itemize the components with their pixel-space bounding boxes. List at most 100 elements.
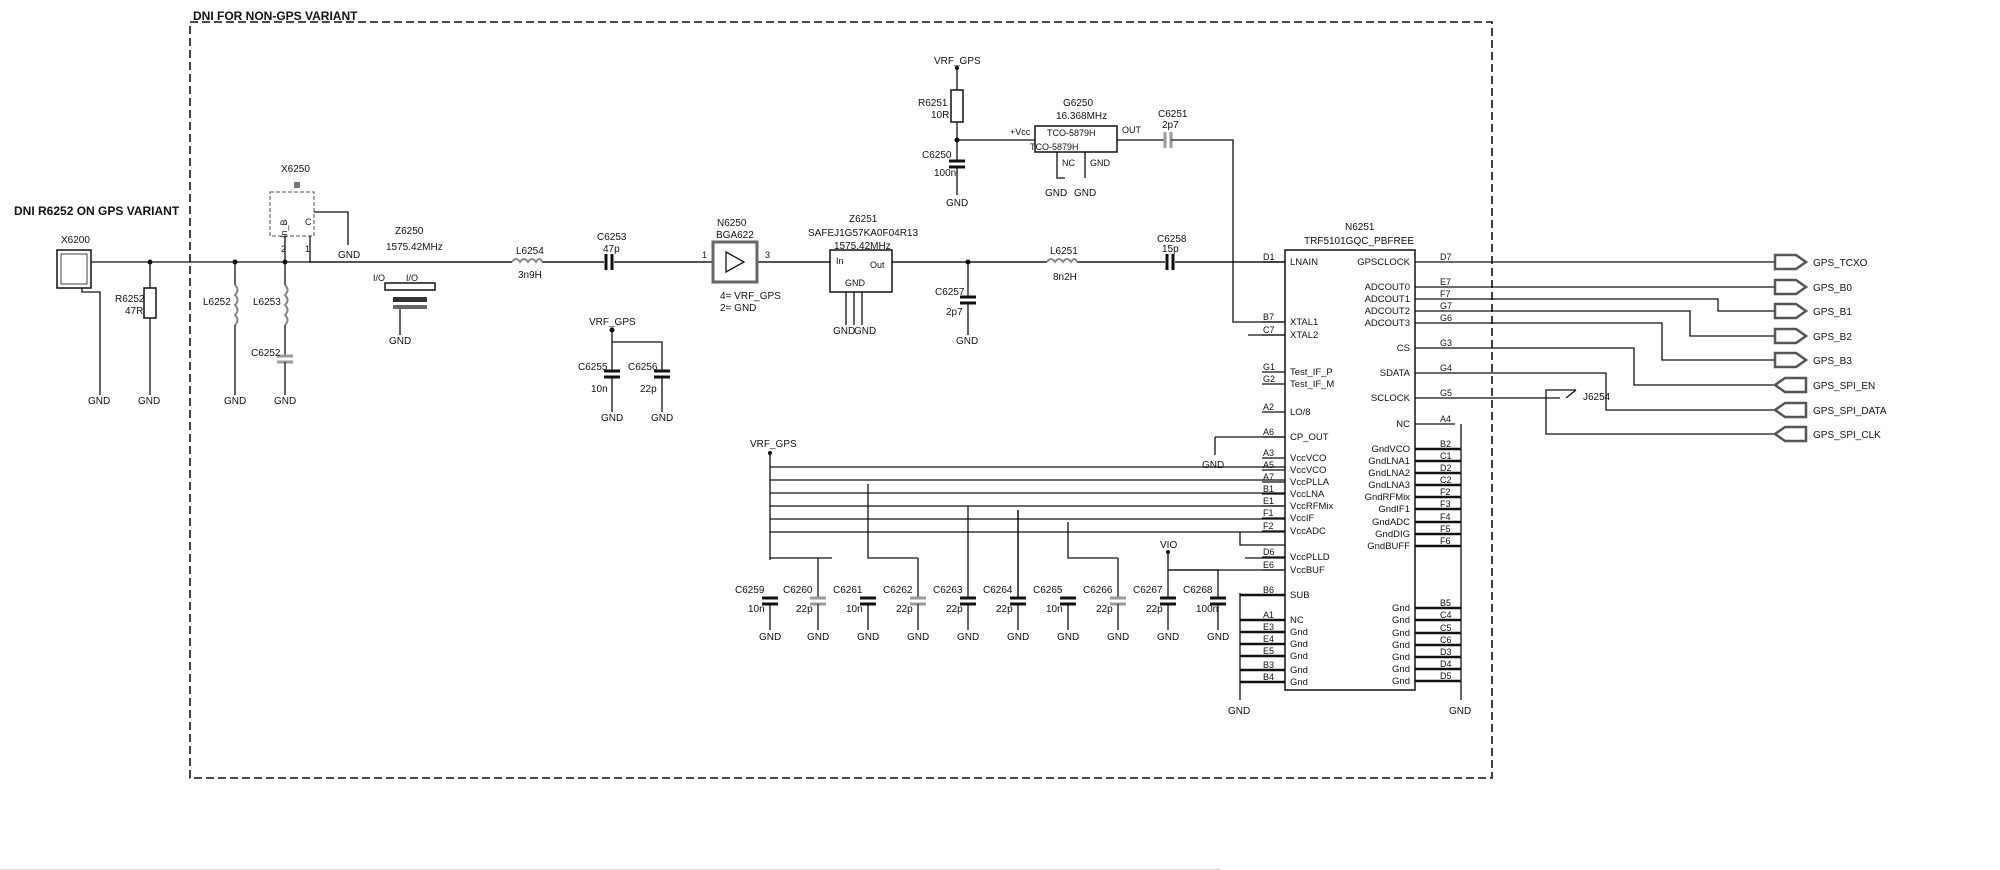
svg-text:+Vcc: +Vcc (1010, 127, 1031, 137)
pin-name: GndLNA1 (1368, 456, 1410, 467)
pin-name: ADCOUT2 (1365, 306, 1410, 317)
pin-name: VccPLLD (1290, 552, 1330, 563)
pin-number: F2 (1440, 487, 1451, 497)
z6250-filter: Z6250 1575.42MHz I/O I/O GND (373, 226, 443, 347)
pin-name: NC (1396, 419, 1410, 430)
svg-text:BGA622: BGA622 (716, 230, 754, 241)
pin-number: A1 (1263, 610, 1274, 620)
pin-number: F5 (1440, 524, 1451, 534)
svg-text:2= GND: 2= GND (720, 303, 756, 314)
svg-text:VRF_GPS: VRF_GPS (589, 317, 636, 328)
pin-number: C6 (1440, 635, 1452, 645)
svg-text:2: 2 (281, 244, 286, 254)
pin-name: CS (1397, 343, 1410, 354)
pin-name: SCLOCK (1371, 393, 1411, 404)
svg-text:22p: 22p (640, 384, 657, 395)
svg-text:R6251: R6251 (918, 98, 948, 109)
pin-name: GndIF1 (1378, 504, 1410, 515)
z6251-saw-filter: Z6251 SAFEJ1G57KA0F04R13 1575.42MHz In O… (808, 214, 918, 337)
svg-text:C6250: C6250 (922, 150, 952, 161)
svg-text:GND: GND (138, 396, 160, 407)
pin-number: G4 (1440, 363, 1452, 373)
pin-number: D7 (1440, 252, 1452, 262)
pin-number: G5 (1440, 388, 1452, 398)
port-label: GPS_TCXO (1813, 258, 1868, 269)
svg-text:15p: 15p (1162, 244, 1179, 255)
svg-text:L6252: L6252 (203, 297, 231, 308)
cap-value: 22p (1146, 604, 1163, 615)
cap-value: 10n (1046, 604, 1063, 615)
svg-text:Out: Out (870, 260, 885, 270)
cap-value: 22p (996, 604, 1013, 615)
pin-number: D4 (1440, 659, 1452, 669)
svg-text:GND: GND (389, 336, 411, 347)
svg-text:X6250: X6250 (281, 164, 310, 175)
pin-name: VccLNA (1290, 489, 1325, 500)
svg-text:GND: GND (833, 326, 855, 337)
svg-text:GND: GND (845, 278, 866, 288)
svg-text:I/O: I/O (406, 273, 418, 283)
port-label: GPS_SPI_CLK (1813, 430, 1881, 441)
cap-ref: C6261 (833, 585, 863, 596)
pin-name: VccVCO (1290, 453, 1326, 464)
pin-name: Gnd (1392, 603, 1410, 614)
pin-name: VccVCO (1290, 465, 1326, 476)
pin-number: B6 (1263, 585, 1274, 595)
gnd-label: GND (88, 396, 110, 407)
svg-text:1575.42MHz: 1575.42MHz (386, 242, 443, 253)
pin-number: B4 (1263, 672, 1274, 682)
pin-number: G7 (1440, 301, 1452, 311)
gnd-label: GND (1007, 632, 1029, 643)
x6200-connector: X6200 (56, 235, 92, 289)
svg-text:4= VRF_GPS: 4= VRF_GPS (720, 291, 781, 302)
pin-number: A7 (1263, 472, 1274, 482)
c6253-capacitor: C6253 47p (597, 232, 627, 272)
gnd-label: GND (1107, 632, 1129, 643)
pin-number: G3 (1440, 338, 1452, 348)
pin-name: CP_OUT (1290, 432, 1329, 443)
port-gps-b3: GPS_B3 (1455, 322, 1852, 369)
pin-name: VccBUF (1290, 565, 1325, 576)
cap-value: 22p (946, 604, 963, 615)
l6252-inductor: L6252 GND (203, 262, 246, 407)
cap-value: 100n (1196, 604, 1218, 615)
pin-number: C2 (1440, 475, 1452, 485)
pin-name: Gnd (1392, 640, 1410, 651)
svg-text:C6252: C6252 (251, 348, 281, 359)
pin-name: NC (1290, 615, 1304, 626)
svg-text:1: 1 (305, 244, 310, 254)
gnd-label: GND (907, 632, 929, 643)
svg-text:Z6251: Z6251 (849, 214, 878, 225)
pin-number: D3 (1440, 647, 1452, 657)
pin-number: B2 (1440, 439, 1451, 449)
c6252-capacitor: C6252 GND (251, 348, 296, 407)
svg-text:GND: GND (1074, 188, 1096, 199)
port-label: GPS_B1 (1813, 307, 1852, 318)
svg-text:GND: GND (946, 198, 968, 209)
cap-value: 22p (1096, 604, 1113, 615)
port-gps-spi-data: GPS_SPI_DATA (1455, 372, 1887, 419)
ic-right-pins: D7GPSCLOCKE7ADCOUT0F7ADCOUT1G7ADCOUT2G6A… (1357, 252, 1461, 687)
pin-number: A2 (1263, 402, 1274, 412)
port-gps-spi-en: GPS_SPI_EN (1455, 347, 1875, 394)
